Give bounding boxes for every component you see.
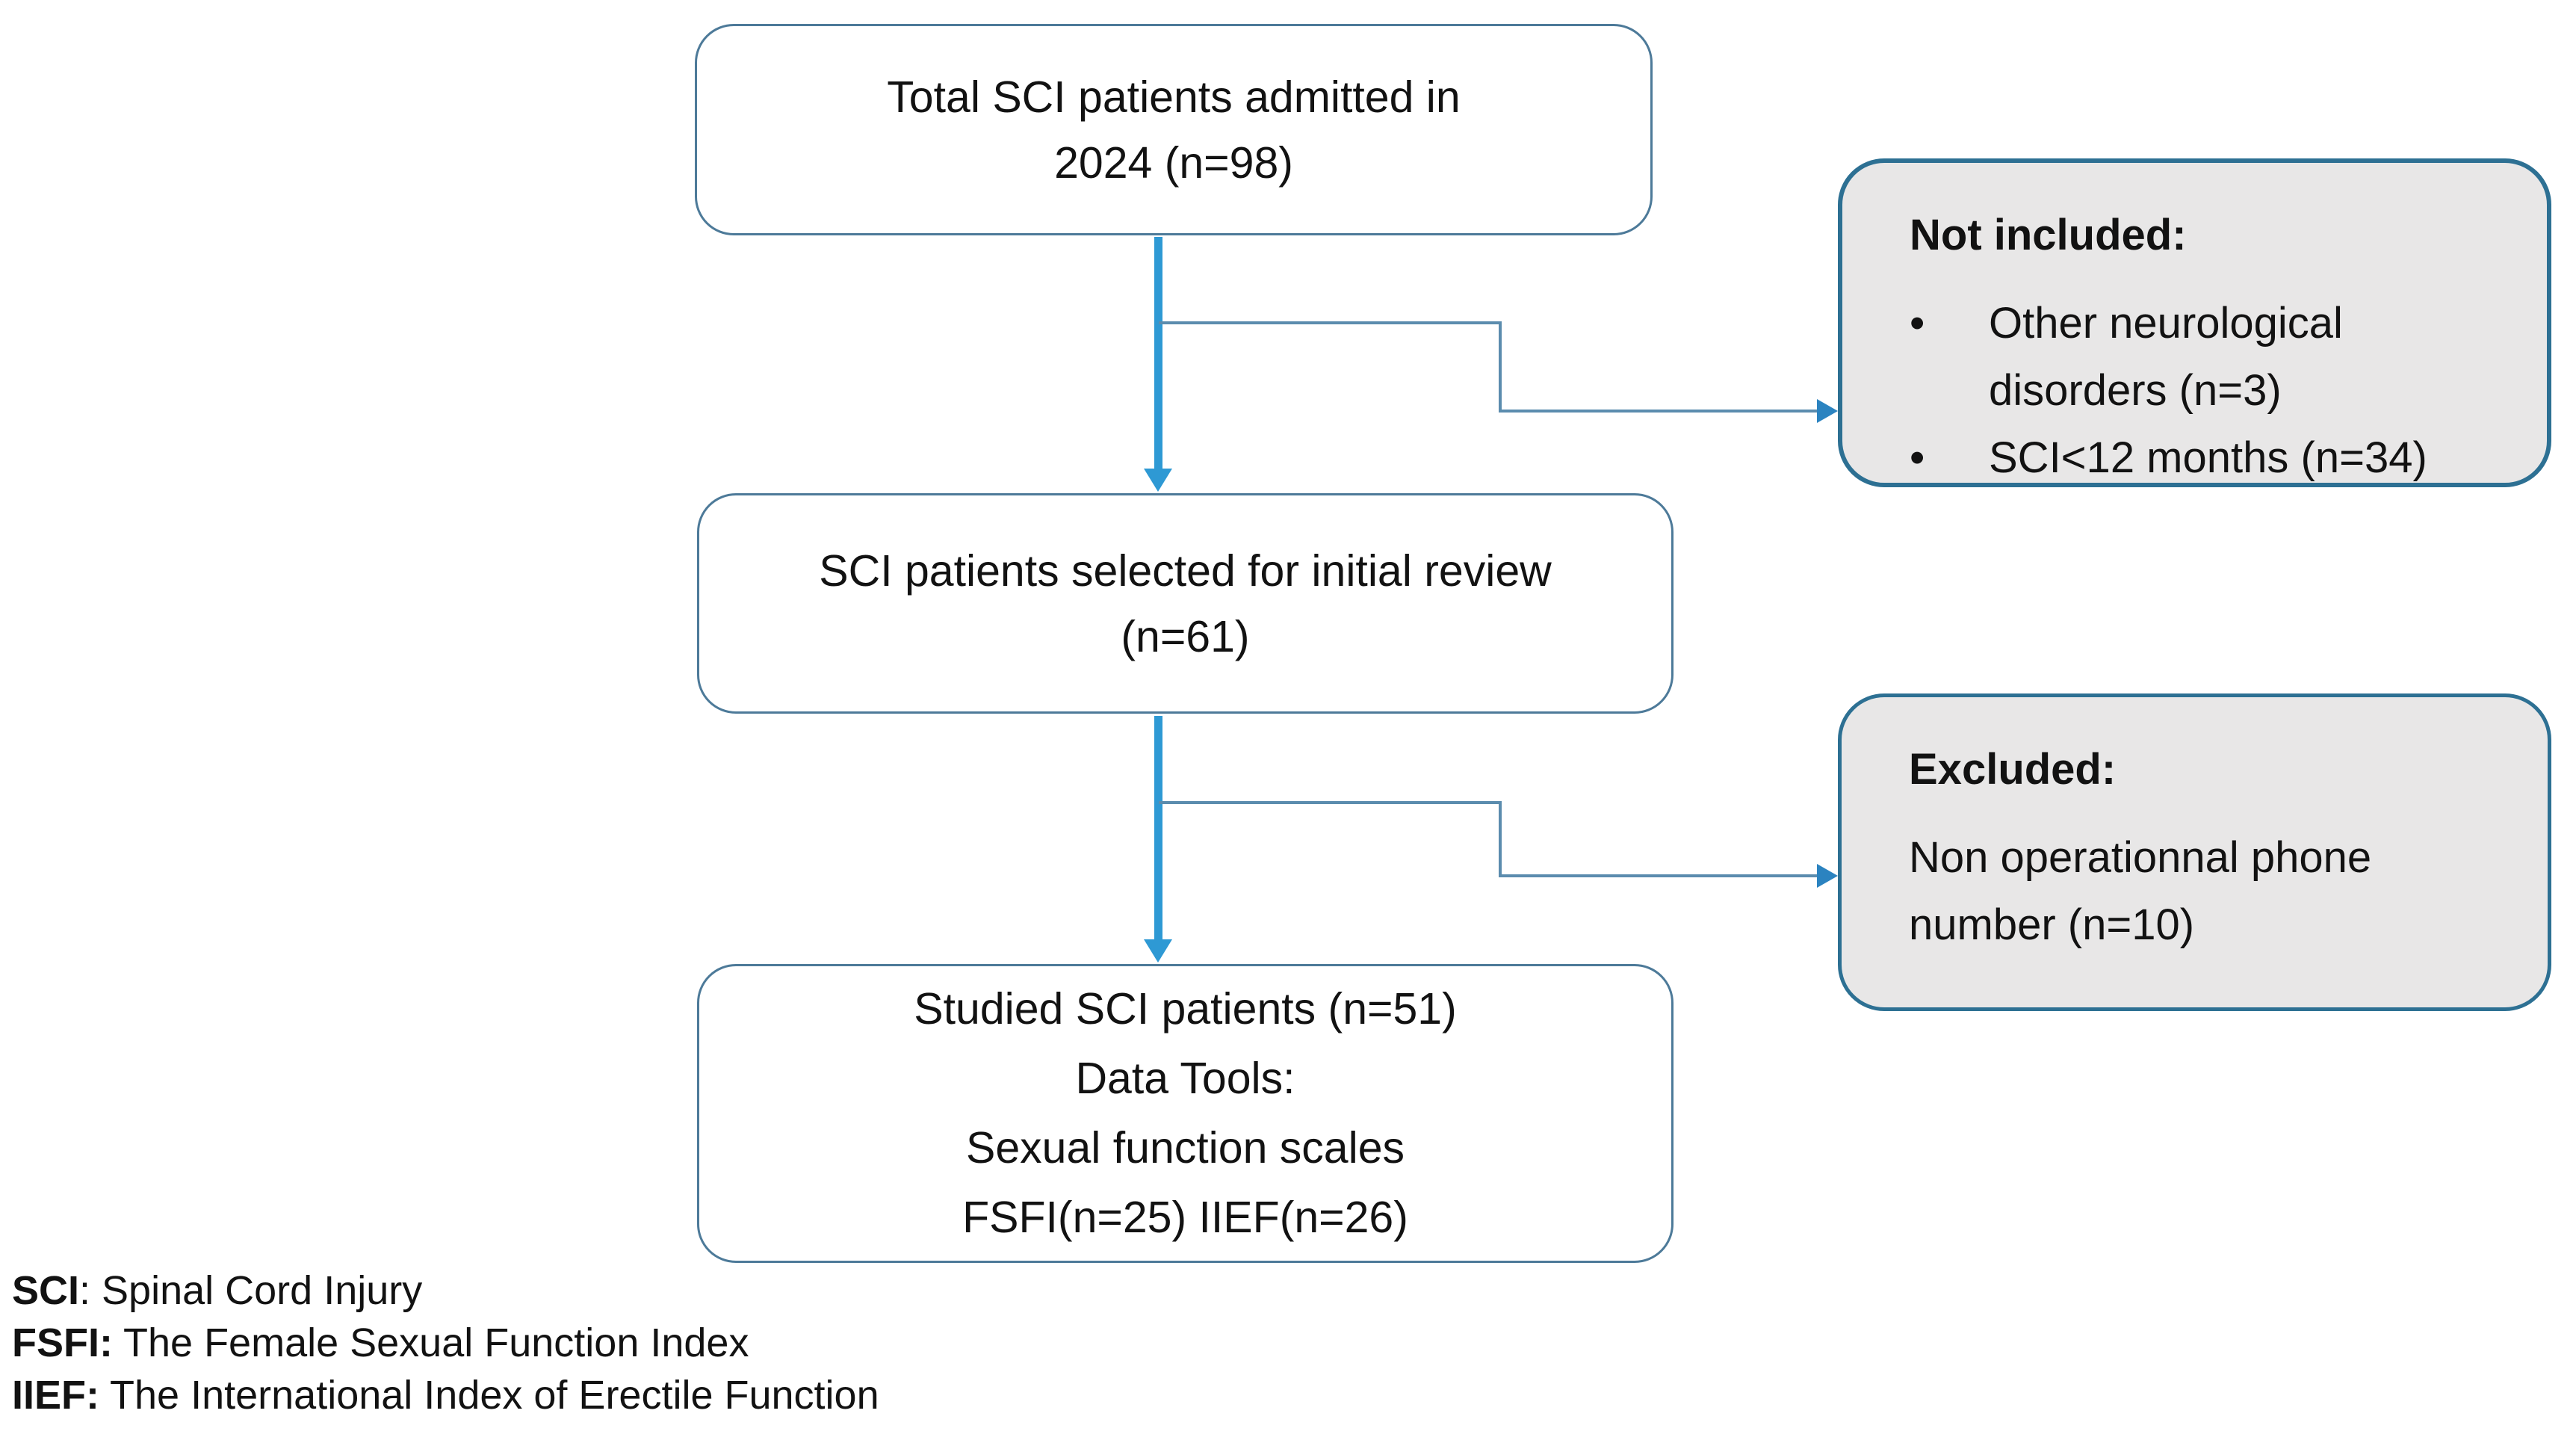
arrow-selected-to-studied-shaft	[1154, 716, 1162, 940]
legend-fsfi-definition: The Female Sexual Function Index	[112, 1320, 749, 1365]
not-included-bullet-2-text: SCI<12 months (n=34)	[1989, 433, 2427, 482]
legend-sci: SCI: Spinal Cord Injury	[12, 1264, 879, 1317]
excluded-title: Excluded:	[1909, 745, 2117, 794]
not-included-bullet-1: • Other neurological disorders (n=3)	[1910, 290, 2502, 424]
not-included-bullet-2: • SCI<12 months (n=34)	[1910, 424, 2502, 492]
legend-sci-abbr: SCI	[12, 1268, 80, 1313]
legend-fsfi: FSFI: The Female Sexual Function Index	[12, 1317, 879, 1369]
arrow-total-to-selected-shaft	[1154, 237, 1162, 469]
connector-not-included-segment-2	[1499, 321, 1502, 413]
box-selected-line-1: SCI patients selected for initial review	[819, 546, 1552, 596]
box-selected-line-2: (n=61)	[1121, 611, 1250, 661]
not-included-bullet-1-text: Other neurological disorders (n=3)	[1989, 299, 2343, 415]
connector-excluded-segment-1	[1159, 801, 1502, 804]
connector-excluded-segment-3	[1499, 874, 1818, 877]
bullet-icon: •	[1910, 299, 1925, 347]
box-not-included: Not included: • Other neurological disor…	[1838, 158, 2551, 487]
box-studied-patients: Studied SCI patients (n=51) Data Tools: …	[697, 964, 1674, 1263]
box-studied-line-3: Sexual function scales	[965, 1123, 1405, 1173]
connector-not-included-segment-1	[1159, 321, 1502, 324]
connector-not-included-arrowhead	[1817, 399, 1838, 423]
arrow-selected-to-studied-head	[1144, 939, 1172, 963]
abbreviation-legend: SCI: Spinal Cord Injury FSFI: The Female…	[12, 1264, 879, 1421]
legend-fsfi-abbr: FSFI:	[12, 1320, 113, 1365]
connector-excluded-arrowhead	[1817, 864, 1838, 888]
legend-sci-definition: : Spinal Cord Injury	[79, 1268, 423, 1313]
box-studied-line-2: Data Tools:	[1075, 1054, 1295, 1103]
bullet-icon: •	[1910, 433, 1925, 482]
connector-not-included-segment-3	[1499, 410, 1818, 413]
box-studied-line-1: Studied SCI patients (n=51)	[914, 984, 1457, 1034]
legend-iief-definition: The International Index of Erectile Func…	[99, 1373, 879, 1418]
legend-iief-abbr: IIEF:	[12, 1373, 99, 1418]
excluded-text: Non operationnal phone number (n=10)	[1909, 833, 2372, 949]
box-total-line-2: 2024 (n=98)	[1054, 138, 1293, 188]
box-total-patients: Total SCI patients admitted in 2024 (n=9…	[695, 24, 1653, 235]
connector-excluded-segment-2	[1499, 801, 1502, 877]
box-excluded: Excluded: Non operationnal phone number …	[1838, 693, 2551, 1011]
box-total-line-1: Total SCI patients admitted in	[887, 72, 1461, 122]
arrow-total-to-selected-head	[1144, 469, 1172, 492]
box-initial-review: SCI patients selected for initial review…	[697, 493, 1674, 714]
legend-iief: IIEF: The International Index of Erectil…	[12, 1369, 879, 1421]
box-studied-line-4: FSFI(n=25) IIEF(n=26)	[962, 1193, 1408, 1242]
not-included-title: Not included:	[1910, 211, 2187, 259]
